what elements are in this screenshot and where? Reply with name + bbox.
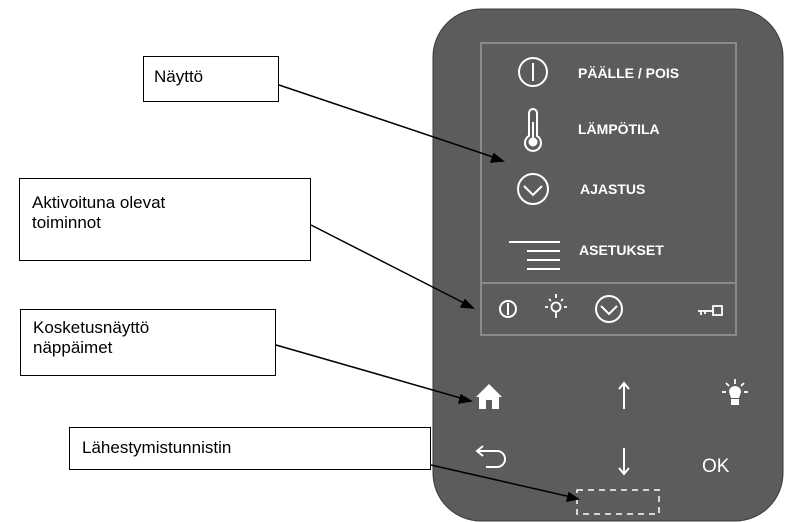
leader-active-functions bbox=[310, 224, 467, 305]
status-light-bulb-icon bbox=[545, 294, 567, 318]
home-button[interactable] bbox=[476, 384, 502, 409]
key-icon bbox=[698, 305, 723, 316]
callout-touch-keys: Kosketusnäyttö näppäimet bbox=[20, 309, 276, 376]
light-button[interactable] bbox=[722, 379, 748, 405]
ok-button[interactable]: OK bbox=[702, 456, 730, 477]
down-button[interactable] bbox=[618, 448, 630, 476]
callout-touch-keys-text: Kosketusnäyttö näppäimet bbox=[33, 318, 150, 357]
back-arrow-icon bbox=[477, 450, 506, 468]
display-screen bbox=[480, 42, 737, 336]
callout-active-functions: Aktivoituna olevat toiminnot bbox=[19, 178, 311, 261]
leader-proximity-sensor bbox=[430, 464, 572, 498]
proximity-sensor-area bbox=[576, 489, 660, 515]
menu-label-temperature: LÄMPÖTILA bbox=[578, 121, 660, 137]
thermometer-icon bbox=[524, 108, 542, 152]
clock-icon bbox=[517, 173, 549, 205]
status-clock-icon bbox=[595, 295, 623, 323]
up-button[interactable] bbox=[618, 381, 630, 409]
leader-touch-keys bbox=[275, 344, 465, 400]
settings-lines-icon bbox=[509, 241, 560, 270]
home-icon bbox=[476, 384, 502, 409]
device-body bbox=[432, 8, 784, 522]
leader-display bbox=[278, 84, 497, 159]
light-bulb-icon bbox=[722, 379, 748, 393]
callout-proximity-sensor-text: Lähestymistunnistin bbox=[82, 438, 232, 457]
menu-label-timer: AJASTUS bbox=[580, 181, 645, 197]
status-power-icon bbox=[499, 300, 517, 318]
callout-display-text: Näyttö bbox=[154, 67, 204, 86]
power-icon bbox=[518, 57, 548, 87]
callout-active-functions-text: Aktivoituna olevat toiminnot bbox=[32, 193, 166, 232]
menu-label-on-off: PÄÄLLE / POIS bbox=[578, 65, 679, 81]
callout-proximity-sensor: Lähestymistunnistin bbox=[69, 427, 431, 470]
callout-display: Näyttö bbox=[143, 56, 279, 102]
menu-label-settings: ASETUKSET bbox=[579, 242, 664, 258]
back-button[interactable] bbox=[475, 445, 506, 468]
